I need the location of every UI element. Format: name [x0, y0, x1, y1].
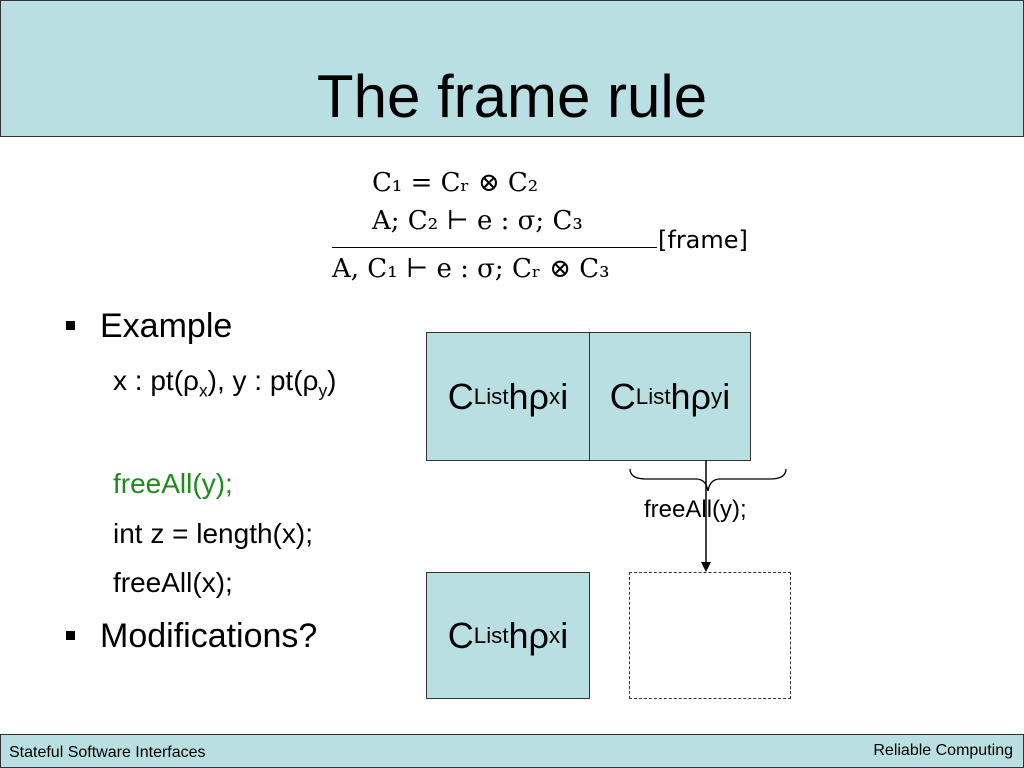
- cell-prefix: C: [447, 614, 474, 656]
- code-line-freeall-y: freeAll(y);: [113, 468, 233, 499]
- cell-suffix: i: [560, 375, 569, 417]
- bullet-example-label: Example: [100, 307, 233, 345]
- footer-institution: Reliable Computing: [873, 742, 1013, 759]
- cell-mid: hρ: [670, 375, 712, 417]
- type-x-sub: x: [198, 380, 208, 401]
- bullet-marker: [66, 321, 75, 330]
- curly-brace-icon: [629, 468, 787, 492]
- freed-heap-placeholder: [629, 572, 791, 699]
- formula-conclusion: A, C₁ ⊢ e : σ; Cᵣ ⊗ C₃: [332, 254, 610, 284]
- cell-sub: List: [473, 383, 509, 409]
- type-x-text: x : pt(ρ: [113, 365, 199, 396]
- rule-name: [frame]: [658, 226, 748, 254]
- cell-mid: hρ: [508, 375, 550, 417]
- cell-sub2: y: [711, 383, 723, 409]
- slide-title: The frame rule: [316, 63, 708, 130]
- formula-premise-1: C₁ = Cᵣ ⊗ C₂: [372, 168, 539, 198]
- cell-sub: List: [473, 622, 509, 648]
- cell-prefix: C: [447, 375, 474, 417]
- bullet-marker: [66, 631, 75, 640]
- bullet-modifications-label: Modifications?: [100, 617, 318, 655]
- cell-prefix: C: [609, 375, 636, 417]
- title-bar: [0, 0, 1024, 137]
- formula-premise-2: A; C₂ ⊢ e : σ; C₃: [372, 206, 583, 236]
- type-declarations: x : pt(ρx), y : pt(ρy): [113, 364, 336, 408]
- cell-sub2: x: [549, 622, 561, 648]
- down-arrow-icon: [701, 460, 711, 572]
- frame-rule-formula: C₁ = Cᵣ ⊗ C₂ A; C₂ ⊢ e : σ; C₃ [frame] A…: [328, 162, 788, 292]
- cell-sub2: x: [549, 383, 561, 409]
- footer-course-title: Stateful Software Interfaces: [9, 744, 206, 761]
- cell-sub: List: [635, 383, 671, 409]
- cell-suffix: i: [722, 375, 731, 417]
- operation-label: freeAll(y);: [644, 496, 747, 523]
- bullet-example: Example: [66, 306, 233, 346]
- cell-mid: hρ: [508, 614, 550, 656]
- inference-line: [332, 247, 657, 248]
- type-mid-text: ), y : pt(ρ: [207, 365, 319, 396]
- code-line-length: int z = length(x);: [113, 518, 313, 549]
- type-end-text: ): [327, 365, 337, 396]
- cell-suffix: i: [560, 614, 569, 656]
- type-y-sub: y: [318, 380, 328, 401]
- bullet-modifications: Modifications?: [66, 616, 318, 656]
- code-line-freeall-x: freeAll(x);: [113, 567, 233, 598]
